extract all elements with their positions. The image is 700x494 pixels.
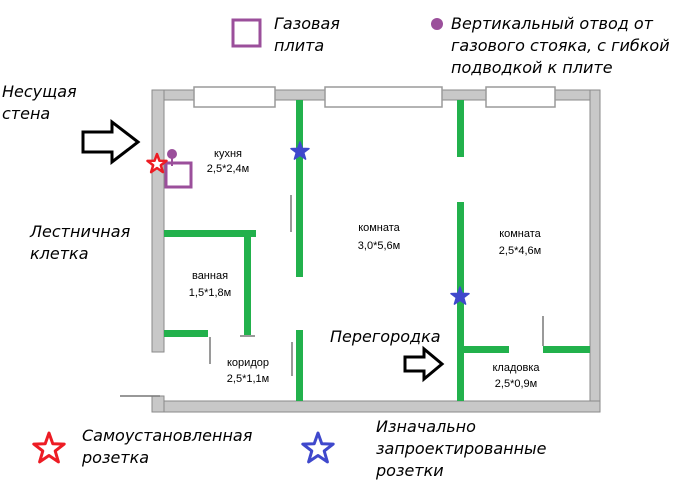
legend-designed-socket-text-1: Изначально xyxy=(376,417,476,436)
legend-gas-outlet-icon xyxy=(431,18,443,30)
room-corridor-name: коридор xyxy=(227,357,269,369)
partition-storage-top-left xyxy=(464,346,509,353)
partition-arrow xyxy=(403,345,445,383)
room-storage-size: 2,5*0,9м xyxy=(495,378,537,390)
doors xyxy=(209,195,544,376)
partition-corridor-right xyxy=(296,330,303,401)
room-corridor-size: 2,5*1,1м xyxy=(227,373,269,385)
window-room-center xyxy=(324,86,443,108)
room-center-name: комната xyxy=(358,222,400,234)
left-wall xyxy=(151,89,165,353)
partition-label: Перегородка xyxy=(330,327,441,346)
outer-walls xyxy=(151,89,601,413)
room-center-size: 3,0*5,6м xyxy=(358,240,400,252)
room-right-name: комната xyxy=(499,228,541,240)
room-right-size: 2,5*4,6м xyxy=(499,245,541,257)
stairwell-label-2: клетка xyxy=(30,244,89,263)
window-kitchen xyxy=(193,86,276,108)
bottom-wall xyxy=(151,400,601,413)
legend-gas-outlet-text-3: подводкой к плите xyxy=(451,58,613,77)
load-bearing-wall-label-2: стена xyxy=(2,104,50,123)
legend-blue-star-icon xyxy=(301,431,335,464)
blue-star-socket-room xyxy=(450,286,470,305)
load-bearing-wall-label-1: Несущая xyxy=(2,82,77,101)
stairwell-label-1: Лестничная xyxy=(29,222,131,241)
red-star-socket-kitchen xyxy=(146,152,168,174)
right-wall xyxy=(589,89,601,413)
entrance-wall-stub xyxy=(151,395,165,413)
room-bathroom-size: 1,5*1,8м xyxy=(189,287,231,299)
legend-gas-outlet-text-2: газового стояка, с гибкой xyxy=(451,36,670,55)
partition-bath-bottom xyxy=(164,330,208,337)
legend-gas-stove-text-1: Газовая xyxy=(274,14,340,33)
room-kitchen-name: кухня xyxy=(214,148,242,160)
legend-self-socket-text-2: розетка xyxy=(81,448,149,467)
partition-storage-top-right xyxy=(543,346,590,353)
legend-designed-socket-text-2: запроектированные xyxy=(376,439,547,458)
room-bathroom-name: ванная xyxy=(192,270,228,282)
partition-right-top xyxy=(457,100,464,157)
top-wall-mid-left xyxy=(274,89,326,101)
gas-stove-marker xyxy=(164,161,193,189)
room-storage-name: кладовка xyxy=(492,362,540,374)
blue-star-socket-kitchen xyxy=(290,141,310,160)
legend-self-socket-text-1: Самоустановленная xyxy=(82,426,253,445)
top-wall-mid xyxy=(441,89,487,101)
legend-gas-stove-text-2: плита xyxy=(274,36,324,55)
window-room-right xyxy=(485,86,556,108)
partition-kitchen-room xyxy=(296,100,303,277)
legend-designed-socket-text-3: розетки xyxy=(375,461,444,480)
partition-bath-right xyxy=(244,230,251,336)
load-bearing-wall-arrow xyxy=(81,118,141,166)
legend-gas-stove-icon xyxy=(231,18,262,48)
legend-red-star-icon xyxy=(32,431,66,464)
partition-kitchen-bath xyxy=(164,230,256,237)
room-kitchen-size: 2,5*2,4м xyxy=(207,163,249,175)
windows xyxy=(193,86,556,108)
legend-gas-outlet-text-1: Вертикальный отвод от xyxy=(451,14,654,33)
